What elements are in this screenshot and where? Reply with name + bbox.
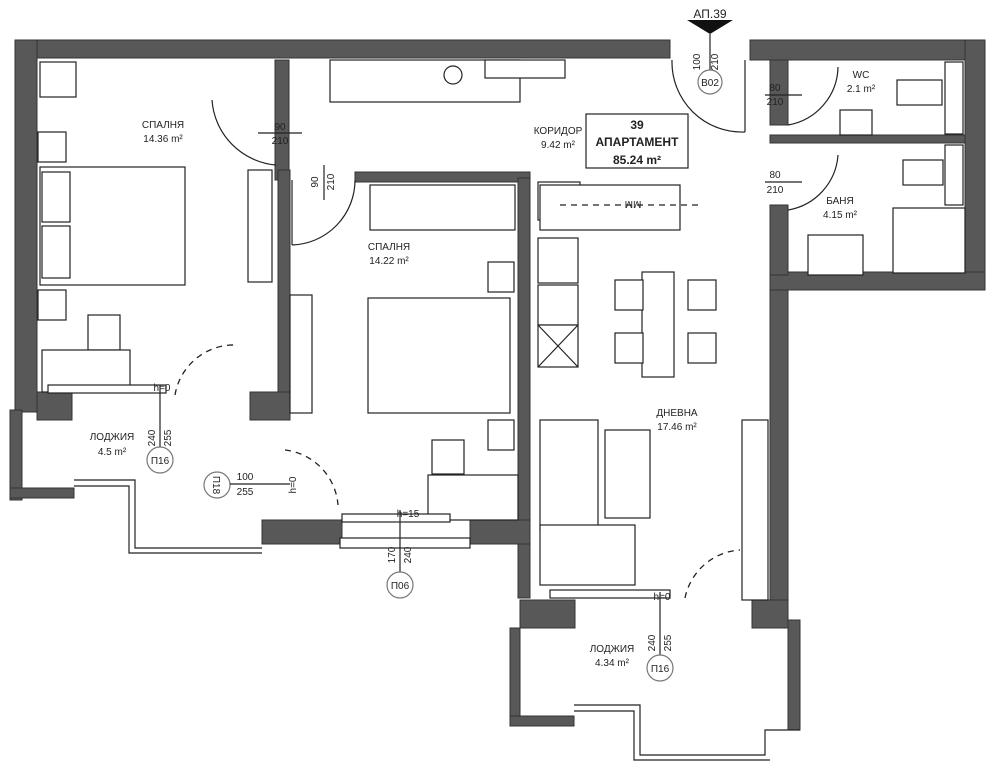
entrance-door-width: 100 (692, 53, 703, 70)
sill-height: h=0 (288, 476, 299, 493)
window-tag-bedroom1: h=0 240 255 П16 (146, 383, 174, 474)
doors (174, 59, 839, 599)
apartment-label: АПАРТАМЕНТ (596, 135, 680, 149)
railings (74, 479, 800, 761)
bedroom2-name: СПАЛНЯ (368, 242, 410, 253)
door-dimensions: 90 210 90 210 80 210 80 210 (258, 83, 802, 200)
bedroom2-door-height: 210 (326, 173, 337, 190)
bedroom2-area: 14.22 m² (369, 256, 409, 267)
sill-height: h=0 (154, 383, 171, 394)
window-height: 240 (403, 546, 414, 563)
window-width: 240 (147, 429, 158, 446)
living-area: 17.46 m² (657, 422, 697, 433)
wc-door-width: 80 (769, 83, 781, 94)
window-code: П06 (391, 581, 410, 592)
room-labels: СПАЛНЯ 14.36 m² СПАЛНЯ 14.22 m² КОРИДОР … (90, 70, 876, 669)
bath-door-height: 210 (767, 185, 784, 196)
sill-height: h=0 (654, 592, 671, 603)
apartment-number: 39 (630, 118, 644, 132)
walls (9, 39, 986, 731)
window-height: 255 (163, 429, 174, 446)
entrance-door-code: В02 (701, 78, 719, 89)
bedroom2-door-width: 90 (310, 176, 321, 188)
bedroom1-door-width: 90 (274, 122, 286, 133)
loggia2-name: ЛОДЖИЯ (590, 644, 635, 655)
corridor-area: 9.42 m² (541, 140, 576, 151)
apartment-info-box: 39 АПАРТАМЕНТ 85.24 m² (585, 113, 689, 169)
bedroom1-name: СПАЛНЯ (142, 120, 184, 131)
window-code: П16 (151, 456, 170, 467)
living-name: ДНЕВНА (656, 408, 698, 419)
wc-area: 2.1 m² (847, 84, 876, 95)
window-width: 240 (647, 634, 658, 651)
bath-door-width: 80 (769, 170, 781, 181)
loggia1-name: ЛОДЖИЯ (90, 432, 135, 443)
apartment-marker-label: АП.39 (693, 7, 727, 21)
door-tag-loggia: П18 100 255 h=0 (203, 471, 299, 499)
corridor-name: КОРИДОР (534, 126, 583, 137)
window-width: 170 (387, 546, 398, 563)
loggia1-area: 4.5 m² (98, 447, 127, 458)
window-code: П16 (651, 664, 670, 675)
furniture: ММ (37, 59, 966, 601)
door-code: П18 (210, 476, 221, 495)
bath-area: 4.15 m² (823, 210, 858, 221)
bedroom1-area: 14.36 m² (143, 134, 183, 145)
door-width: 100 (237, 472, 254, 483)
loggia2-area: 4.34 m² (595, 658, 630, 669)
sill-height: h=15 (397, 509, 420, 520)
hood-label: ММ (625, 198, 642, 209)
window-tag-bedroom2: h=15 170 240 П06 (386, 509, 420, 599)
wc-name: WC (853, 70, 870, 81)
entrance-door-height: 210 (710, 53, 721, 70)
bath-name: БАНЯ (826, 196, 853, 207)
door-height: 255 (237, 487, 254, 498)
apartment-marker: АП.39 100 210 В02 (687, 7, 733, 95)
apartment-area: 85.24 m² (613, 153, 661, 167)
bedroom1-door-height: 210 (272, 136, 289, 147)
window-height: 255 (663, 634, 674, 651)
wc-door-height: 210 (767, 97, 784, 108)
window-tag-living: h=0 240 255 П16 (646, 592, 674, 682)
